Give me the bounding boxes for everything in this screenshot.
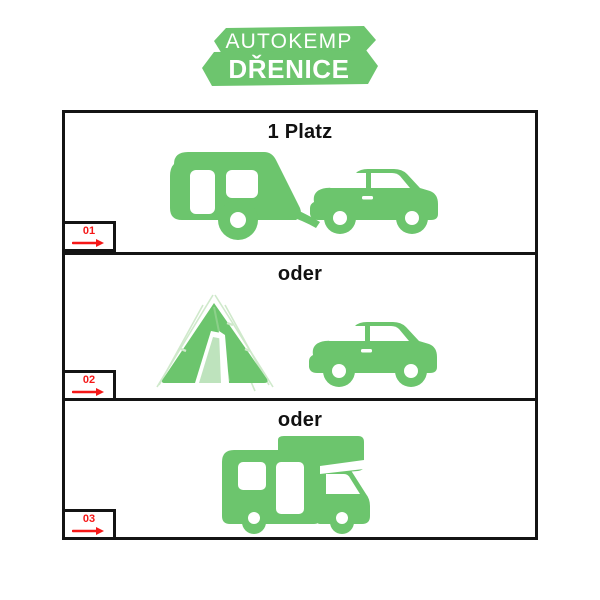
logo-bottom-text: DŘENICE <box>228 54 349 84</box>
option-row-1: 1 Platz <box>62 113 535 252</box>
motorhome-illustration <box>65 435 535 537</box>
caravan-and-car-illustration <box>65 147 535 252</box>
arrow-right-icon <box>72 387 104 396</box>
car-icon <box>309 322 437 387</box>
logo-top-text: AUTOKEMP <box>225 30 352 53</box>
arrow-right-icon <box>72 526 104 535</box>
row-1-title: 1 Platz <box>267 121 333 143</box>
step-marker-01: 01 <box>62 221 116 252</box>
tent-and-car-illustration <box>65 289 535 398</box>
logo-banner-upper-shape <box>214 26 376 54</box>
option-row-3: oder <box>62 398 535 540</box>
step-marker-03: 03 <box>62 509 116 540</box>
tent-icon <box>156 294 274 392</box>
step-number-02: 02 <box>82 373 96 386</box>
logo-banner-lower-shape <box>202 50 378 86</box>
caravan-icon <box>170 151 320 240</box>
arrow-right-icon <box>72 238 104 247</box>
site-logo: AUTOKEMP DŘENICE <box>196 26 382 88</box>
row-2-title: oder <box>277 263 323 285</box>
motorhome-icon <box>222 436 370 534</box>
step-marker-02: 02 <box>62 370 116 401</box>
option-row-2: oder <box>62 252 535 401</box>
row-3-title: oder <box>277 409 323 431</box>
car-icon <box>310 168 438 234</box>
step-number-01: 01 <box>82 224 96 237</box>
step-number-03: 03 <box>82 512 96 525</box>
options-frame: 1 Platz <box>62 110 538 540</box>
